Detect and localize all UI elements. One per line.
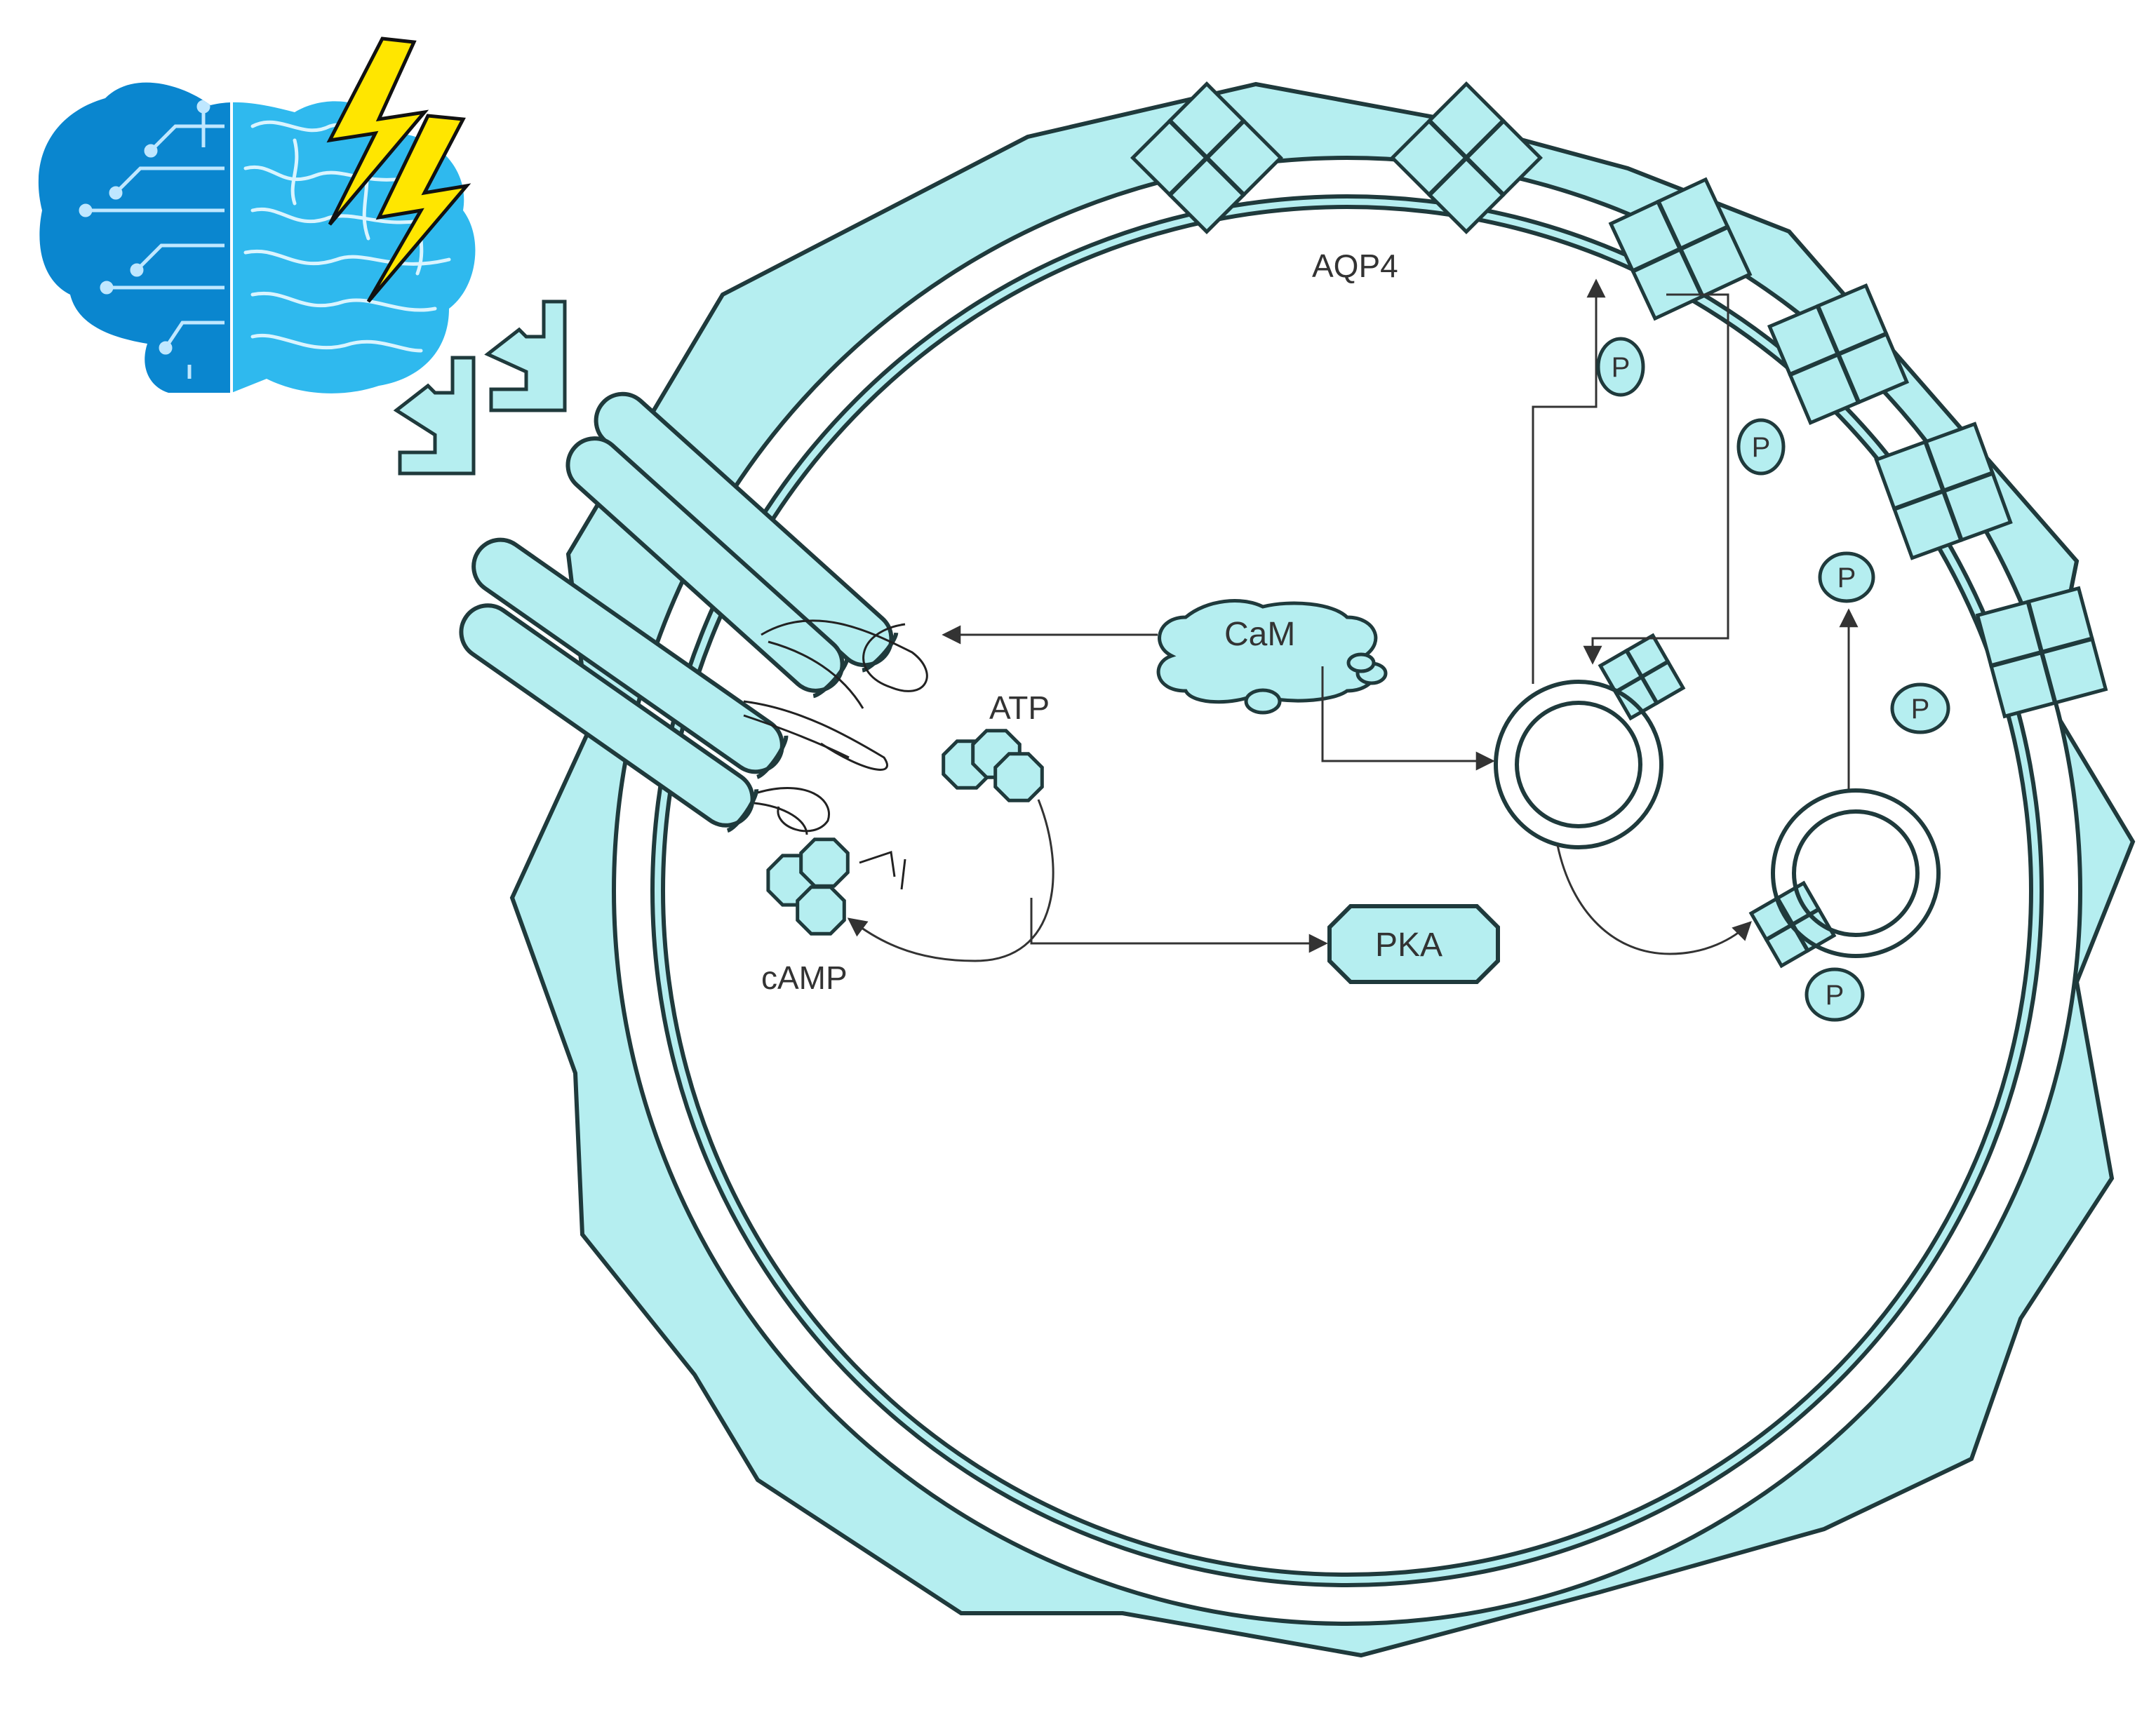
aqp4-monomer bbox=[1130, 119, 1209, 197]
aqp4-monomer bbox=[1608, 199, 1682, 274]
lightning-bolt-icon bbox=[326, 36, 471, 303]
cam-cloud bbox=[1156, 599, 1388, 715]
molecule-unit bbox=[799, 837, 850, 888]
phosphate-label: P bbox=[1752, 432, 1771, 463]
molecule-unit bbox=[993, 752, 1044, 802]
aqp4-tetramer bbox=[1874, 422, 2013, 560]
pka-enzyme bbox=[1327, 904, 1500, 984]
diagonal-arrow-icon bbox=[393, 299, 567, 476]
aqp4-tetramer bbox=[1608, 177, 1753, 321]
phosphate-label: P bbox=[1837, 563, 1856, 593]
cytoplasm bbox=[661, 205, 2033, 1577]
receptor-tails bbox=[743, 619, 928, 835]
pathway-arrows bbox=[847, 278, 1859, 962]
aqp4-tetramer bbox=[1390, 81, 1543, 234]
molecule-unit bbox=[796, 885, 846, 936]
aqp4-tetramer bbox=[1975, 586, 2108, 719]
phosphate-circle: P bbox=[1805, 967, 1865, 1022]
phosphate-circle: P bbox=[1890, 682, 1950, 734]
aqp4-monomer bbox=[1975, 600, 2044, 668]
label-pka: PKA bbox=[1375, 927, 1442, 964]
phosphate-groups: P P P P P bbox=[1596, 337, 1950, 1022]
atp-molecule bbox=[942, 729, 1044, 802]
aqp4-tetramer bbox=[1130, 81, 1283, 234]
phosphate-circle: P bbox=[1818, 551, 1875, 603]
aqp4-tetramer bbox=[1767, 283, 1910, 426]
label-aqp4: AQP4 bbox=[1312, 248, 1398, 284]
phosphate-circle: P bbox=[1596, 337, 1645, 397]
phosphate-label: P bbox=[1911, 694, 1930, 725]
label-atp: ATP bbox=[989, 689, 1050, 726]
vesicle-2 bbox=[1771, 788, 1941, 958]
aqp4-monomer bbox=[1390, 119, 1468, 197]
label-cam: CaM bbox=[1224, 616, 1295, 653]
phosphate-label: P bbox=[1612, 352, 1631, 383]
aqp4-tetramer-vesicle bbox=[1598, 633, 1686, 721]
vesicle-1 bbox=[1494, 680, 1663, 849]
phosphate-circle: P bbox=[1736, 418, 1786, 476]
label-camp: cAMP bbox=[761, 960, 848, 996]
aqp4-tetramers bbox=[1130, 81, 2108, 969]
aqp4-monomer bbox=[1874, 439, 1946, 511]
receptor-cylinders bbox=[459, 391, 899, 833]
phosphate-label: P bbox=[1826, 980, 1844, 1011]
aqp4-monomer bbox=[1767, 304, 1840, 377]
camp-molecule bbox=[766, 837, 906, 936]
